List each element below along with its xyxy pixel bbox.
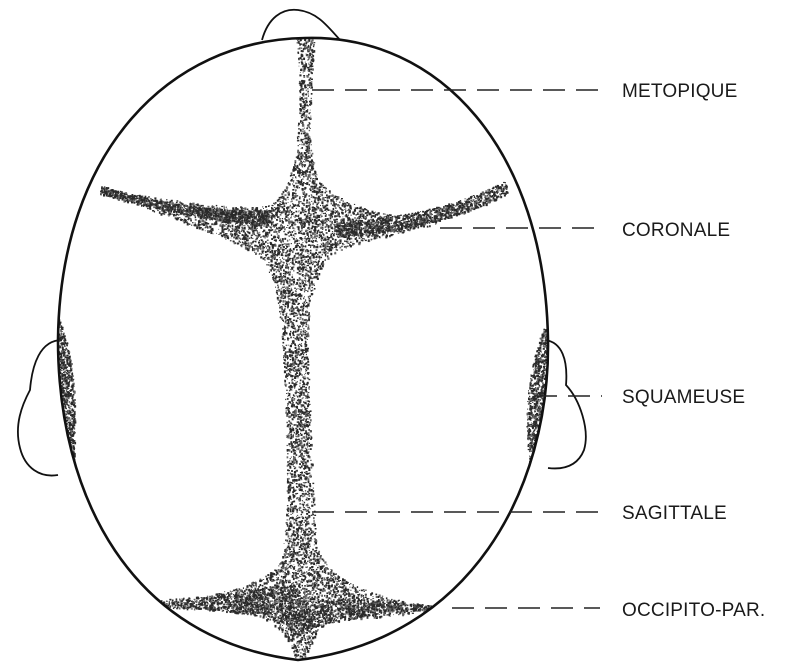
- metopique-label: METOPIQUE: [622, 81, 737, 102]
- occipito-label: OCCIPITO-PAR.: [622, 600, 765, 621]
- right-ear: [545, 340, 586, 468]
- left-ear: [18, 340, 62, 476]
- nose-shape: [262, 10, 340, 40]
- sagittale-label: SAGITTALE: [622, 503, 727, 524]
- squameuse-label: SQUAMEUSE: [622, 387, 745, 408]
- suture-stipple: [56, 38, 552, 663]
- coronale-label: CORONALE: [622, 220, 730, 241]
